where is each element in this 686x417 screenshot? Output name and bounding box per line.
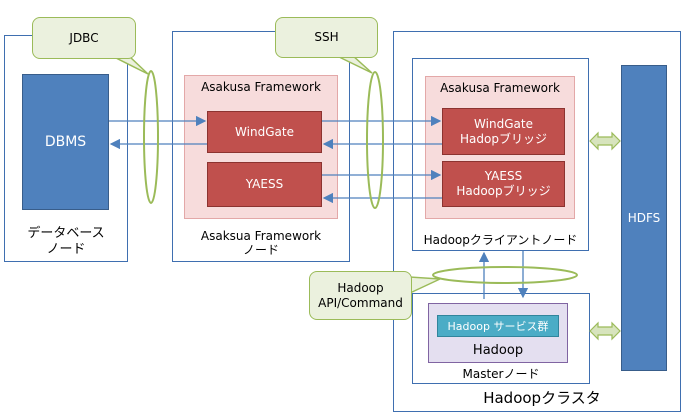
- hadoop-api-callout-tail: [409, 276, 441, 295]
- hadoop-api-ellipse: [432, 266, 578, 284]
- master-hdfs-double-arrow: [589, 321, 621, 341]
- jdbc-callout: JDBC: [32, 17, 136, 59]
- hadoop-services-box: Hadoop サービス群: [437, 315, 559, 337]
- windgate-bridge-box: WindGate Hadopブリッジ: [442, 108, 565, 155]
- hadoop-api-callout: Hadoop API/Command: [309, 271, 412, 320]
- framework-node-label: Asaksua Framework ノード: [200, 229, 322, 258]
- yaess-box: YAESS: [207, 162, 322, 207]
- hdfs-box: HDFS: [621, 65, 667, 371]
- windgate-box: WindGate: [207, 111, 322, 153]
- hadoop-client-node-label: Hadoopクライアントノード: [423, 233, 578, 247]
- dbms-box: DBMS: [22, 74, 109, 210]
- ssh-ellipse: [366, 71, 384, 209]
- jdbc-ellipse: [143, 70, 159, 204]
- hadoop-label: Hadoop: [472, 343, 524, 358]
- cluster-framework-title: Asakusa Framework: [440, 81, 560, 95]
- framework-title: Asakusa Framework: [201, 80, 321, 94]
- yaess-bridge-box: YAESS Hadoopブリッジ: [442, 161, 565, 207]
- hadoop-cluster-label: Hadoopクラスタ: [483, 389, 601, 407]
- master-node-label: Masterノード: [462, 367, 540, 381]
- jdbc-callout-tail: [113, 56, 149, 75]
- ssh-callout: SSH: [275, 17, 378, 58]
- client-hdfs-double-arrow: [589, 131, 621, 151]
- dbms-node-label: データベース ノード: [27, 226, 105, 257]
